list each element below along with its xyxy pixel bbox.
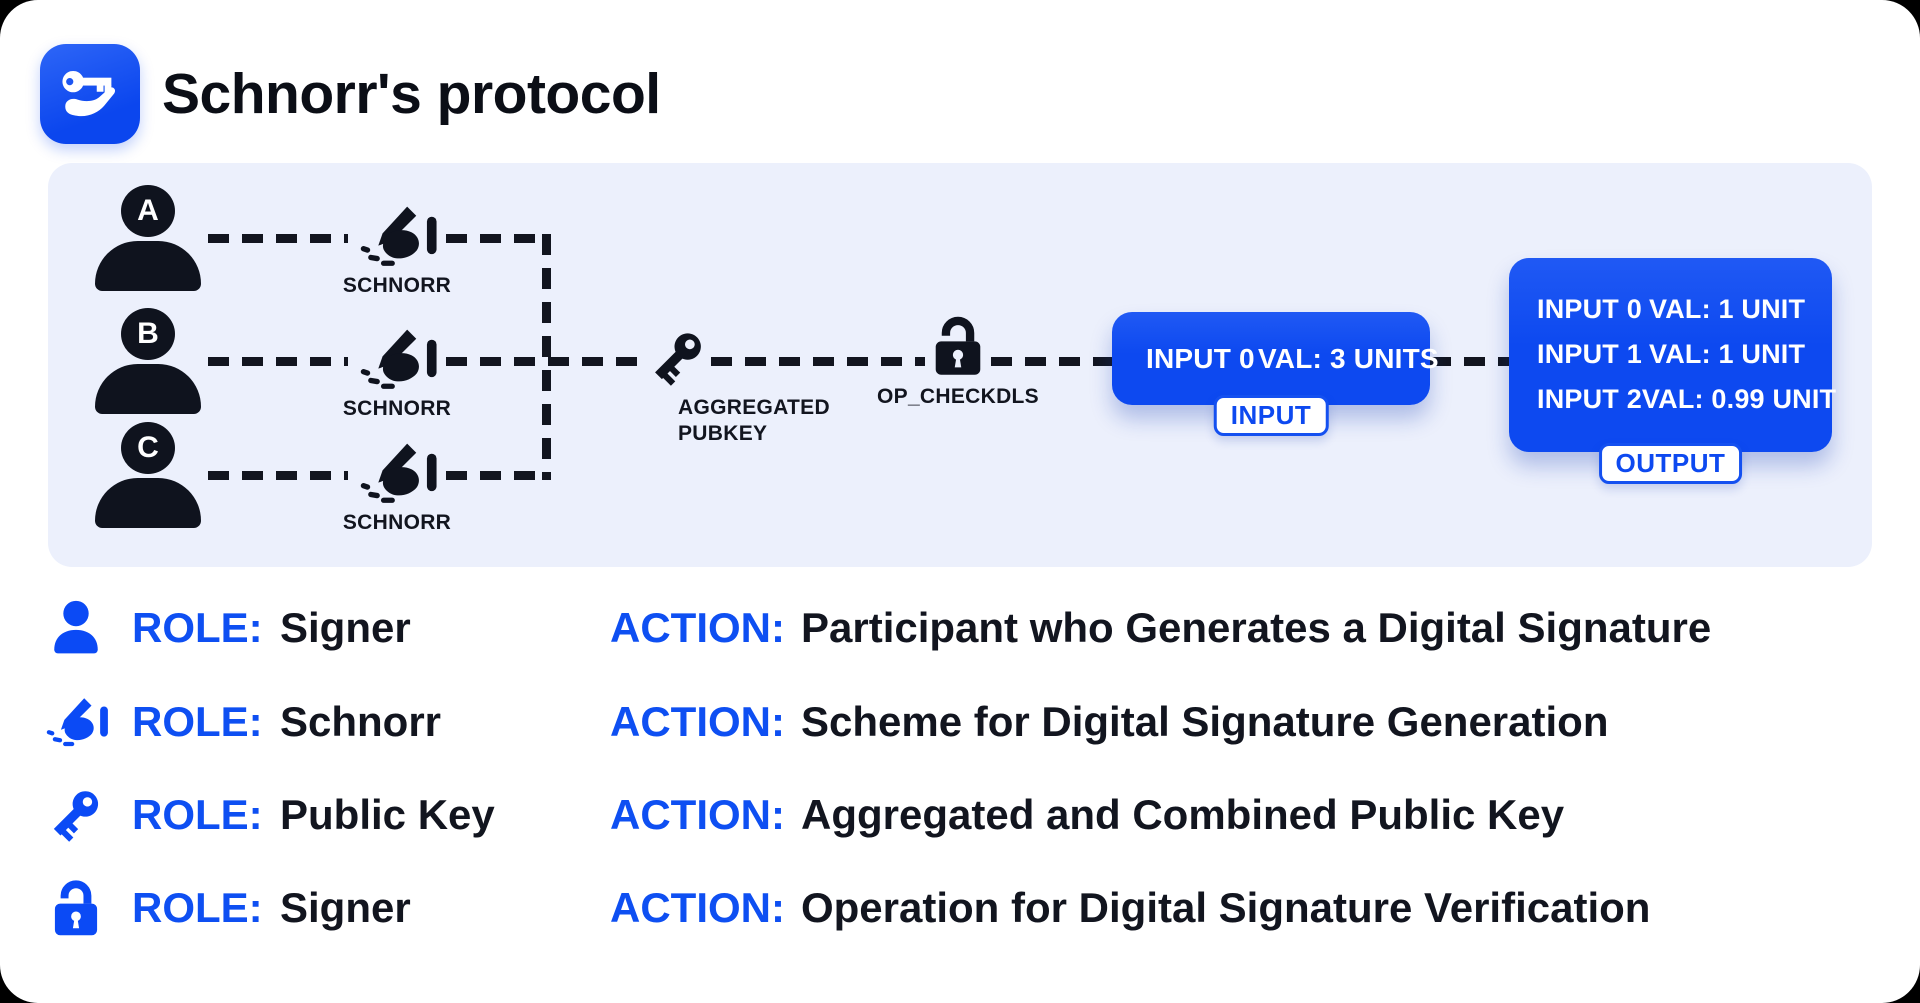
connector-a1 <box>208 234 348 243</box>
input-badge: INPUT <box>1213 395 1329 436</box>
pubkey-label-line2: PUBKEY <box>678 422 768 445</box>
signer-a-avatar: A <box>121 185 175 237</box>
key-icon <box>649 327 709 387</box>
connector-b1 <box>208 357 348 366</box>
output-badge: OUTPUT <box>1598 443 1743 484</box>
input-box: INPUT 0 VAL: 3 UNITS INPUT <box>1112 312 1439 436</box>
page-title: Schnorr's protocol <box>162 62 661 126</box>
header: Schnorr's protocol <box>40 44 661 144</box>
role-value: Schnorr <box>280 698 442 745</box>
schnorr-node-a: SCHNORR <box>343 205 451 299</box>
action-value: Aggregated and Combined Public Key <box>800 791 1565 838</box>
legend-row-public-key: ROLE: Public Key ACTION: Aggregated and … <box>0 783 1920 847</box>
action: ACTION: Participant who Generates a Digi… <box>610 596 1711 660</box>
output-row-name: INPUT 0 <box>1537 294 1642 324</box>
schnorr-node-b: SCHNORR <box>343 328 451 422</box>
action-value: Operation for Digital Signature Verifica… <box>800 884 1651 931</box>
protocol-diagram: A B C SCHNORR SCHNORR <box>48 163 1872 567</box>
schnorr-label: SCHNORR <box>342 274 452 297</box>
action: ACTION: Aggregated and Combined Public K… <box>610 783 1564 847</box>
op-checkdls-node: OP_CHECKDLS <box>877 315 1039 410</box>
signer-b-body <box>95 364 201 414</box>
action: ACTION: Operation for Digital Signature … <box>610 876 1650 940</box>
output-row: INPUT 1 VAL: 1 UNIT <box>1509 339 1832 370</box>
action-label: ACTION: <box>610 604 785 651</box>
signature-icon <box>44 690 108 754</box>
connector-merge <box>542 234 551 480</box>
action-label: ACTION: <box>610 698 785 745</box>
input-box-row: INPUT 0 VAL: 3 UNITS <box>1112 343 1439 375</box>
role-label: ROLE: <box>132 698 263 745</box>
output-row: INPUT 0 VAL: 1 UNIT <box>1509 294 1832 325</box>
connector-b4 <box>991 357 1112 366</box>
connector-a2 <box>446 234 546 243</box>
schnorr-label: SCHNORR <box>342 511 452 534</box>
role-label: ROLE: <box>132 791 263 838</box>
signer-c-body <box>95 478 201 528</box>
signer-c-label: C <box>137 431 159 464</box>
role-value: Public Key <box>280 791 495 838</box>
legend-row-schnorr: ROLE: Schnorr ACTION: Scheme for Digital… <box>0 690 1920 754</box>
output-row-name: INPUT 1 <box>1537 339 1642 369</box>
signature-icon <box>360 329 437 389</box>
output-row: INPUT 2 VAL: 0.99 UNIT <box>1509 384 1836 415</box>
role-label: ROLE: <box>132 604 263 651</box>
person-icon <box>44 596 108 660</box>
connector-b5 <box>1430 357 1509 366</box>
signer-c: C <box>95 422 201 528</box>
connector-c2 <box>446 471 546 480</box>
signer-a-body <box>95 241 201 291</box>
key-hand-icon <box>40 44 140 144</box>
signer-a: A <box>95 185 201 291</box>
legend-row-signer: ROLE: Signer ACTION: Participant who Gen… <box>0 596 1920 660</box>
opcheck-label: OP_CHECKDLS <box>877 385 1039 408</box>
unlock-icon <box>932 315 984 377</box>
action-value: Participant who Generates a Digital Sign… <box>800 604 1712 651</box>
connector-b3 <box>711 357 925 366</box>
signer-b-avatar: B <box>121 308 175 360</box>
unlock-icon <box>44 876 108 940</box>
action-value: Scheme for Digital Signature Generation <box>800 698 1609 745</box>
output-rows: INPUT 0 VAL: 1 UNIT INPUT 1 VAL: 1 UNIT … <box>1509 294 1836 415</box>
signer-b-label: B <box>137 317 159 350</box>
signature-icon <box>360 206 437 266</box>
key-icon <box>44 783 108 847</box>
aggregated-pubkey-node: AGGREGATED PUBKEY <box>620 327 830 445</box>
role-value: Signer <box>280 604 411 651</box>
output-row-name: INPUT 2 <box>1537 384 1642 414</box>
input-name: INPUT 0 <box>1146 342 1255 374</box>
role-label: ROLE: <box>132 884 263 931</box>
action-label: ACTION: <box>610 791 785 838</box>
action: ACTION: Scheme for Digital Signature Gen… <box>610 690 1608 754</box>
action-label: ACTION: <box>610 884 785 931</box>
output-box: INPUT 0 VAL: 1 UNIT INPUT 1 VAL: 1 UNIT … <box>1509 258 1836 484</box>
role-value: Signer <box>280 884 411 931</box>
legend-row-verification: ROLE: Signer ACTION: Operation for Digit… <box>0 876 1920 940</box>
output-row-value: VAL: 1 UNIT <box>1649 339 1806 369</box>
signature-icon <box>360 443 437 503</box>
connector-c1 <box>208 471 348 480</box>
signer-b: B <box>95 308 201 414</box>
output-row-value: VAL: 1 UNIT <box>1649 294 1806 324</box>
output-row-value: VAL: 0.99 UNIT <box>1641 384 1837 414</box>
pubkey-label-line1: AGGREGATED <box>678 396 830 419</box>
signer-a-label: A <box>137 194 159 227</box>
input-value: VAL: 3 UNITS <box>1258 342 1439 374</box>
signer-c-avatar: C <box>121 422 175 474</box>
schnorr-node-c: SCHNORR <box>343 442 451 536</box>
schnorr-label: SCHNORR <box>342 397 452 420</box>
